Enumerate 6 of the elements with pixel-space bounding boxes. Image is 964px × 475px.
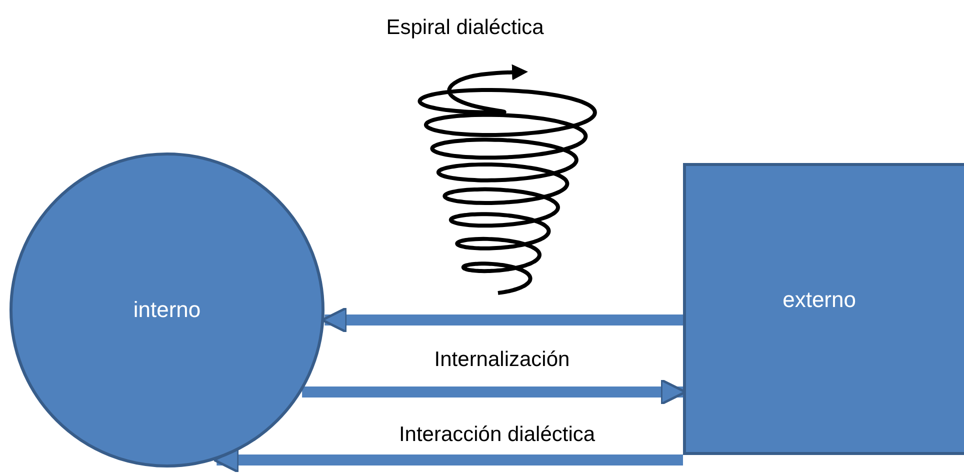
text-label: Interacción dialéctica [398, 423, 596, 447]
circle-node [9, 152, 325, 468]
node-label: externo [782, 287, 856, 314]
text-label: Internalización [434, 348, 570, 372]
text-label: Espiral dialéctica [386, 16, 544, 40]
node-label: interno [133, 297, 201, 323]
